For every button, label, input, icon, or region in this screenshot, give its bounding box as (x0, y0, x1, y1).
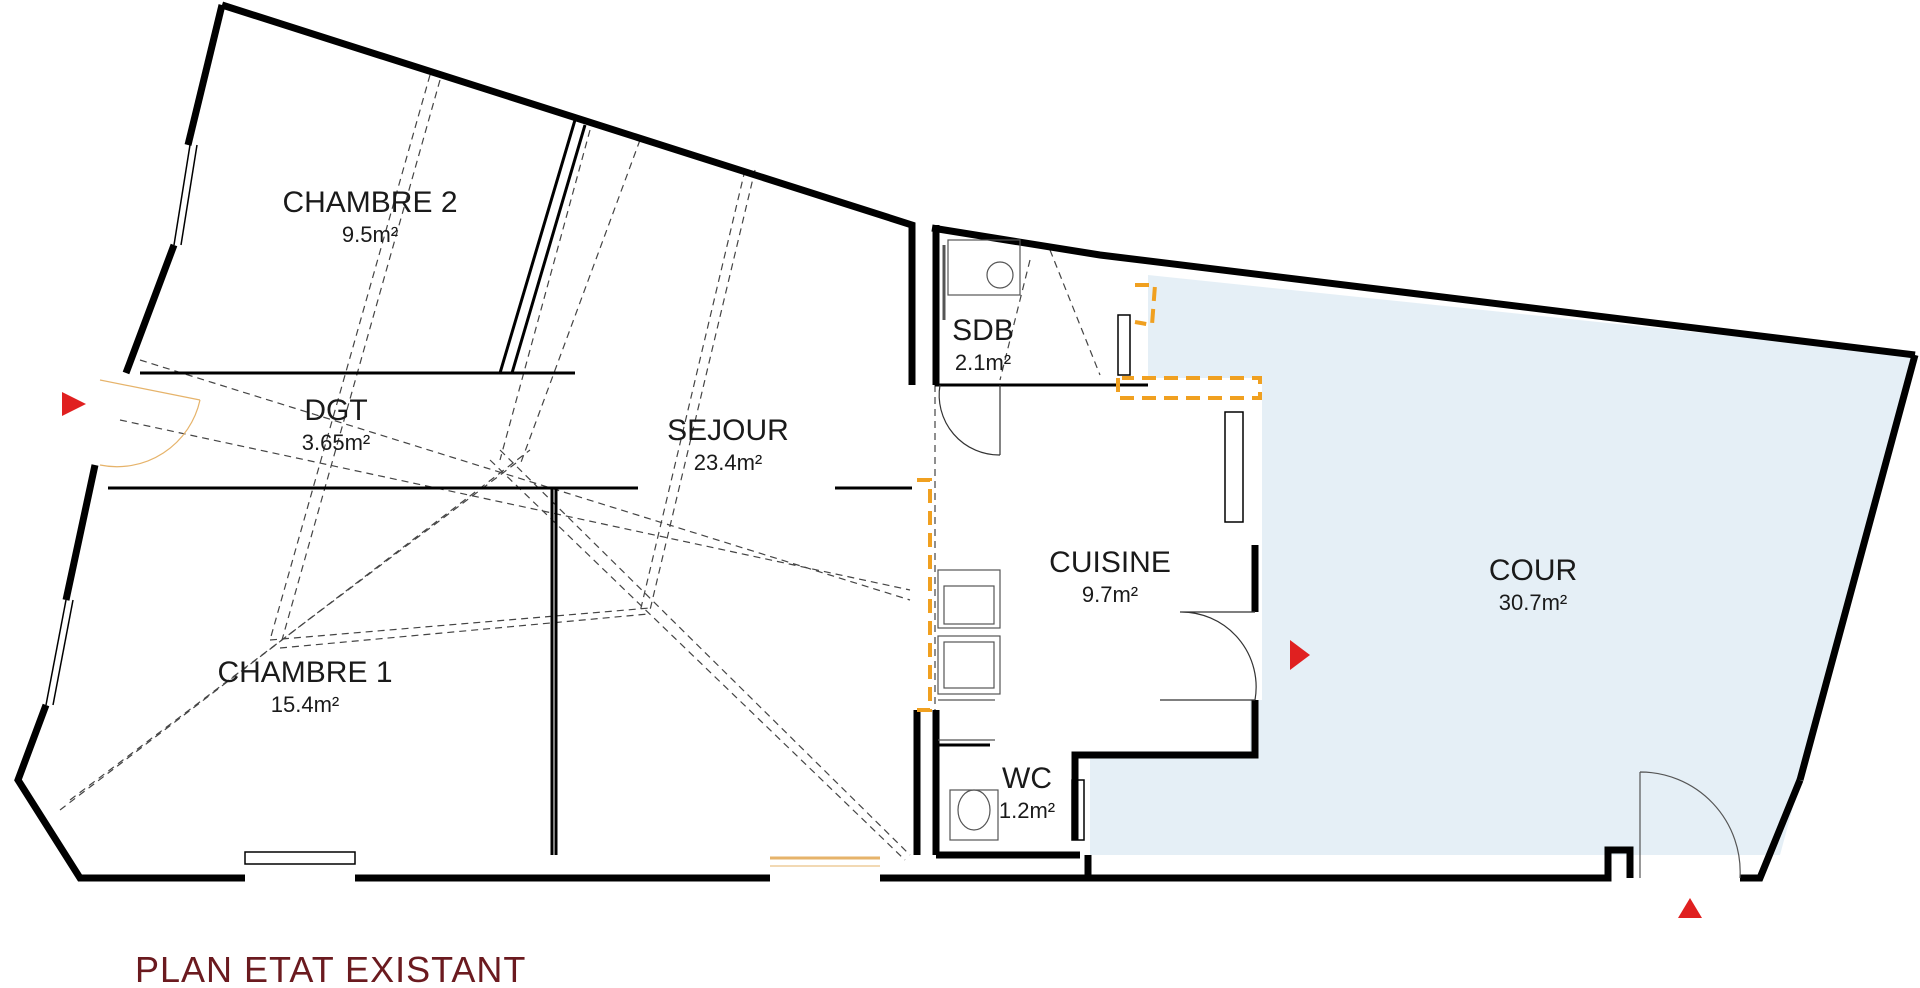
demolition-sdb-east (1134, 283, 1158, 328)
wall-chambre1-west (14, 703, 245, 882)
window-chambre1-south (244, 851, 356, 865)
wall-chambre2-west (184, 4, 226, 146)
red-triangle-entrance-icon (1290, 640, 1310, 670)
room-area-wc: 1.2m² (999, 798, 1055, 823)
wall-outer-north (220, 1, 916, 385)
room-area-chambre1: 15.4m² (271, 692, 339, 717)
door-cuisine-cour (1179, 611, 1257, 701)
window-cuisine-east (1224, 411, 1244, 523)
partition-line (510, 124, 587, 374)
washbasin-icon (947, 239, 1021, 296)
door-entrance-dgt (99, 379, 201, 468)
windows (45, 144, 1244, 865)
dashed-line (499, 129, 591, 461)
dashed-line (269, 607, 651, 641)
door-cour-street (1639, 771, 1741, 879)
dashed-line (519, 139, 641, 466)
plan-title: PLAN ETAT EXISTANT (135, 949, 526, 988)
room-name-sejour: SEJOUR (667, 414, 789, 447)
dashed-line (499, 449, 911, 856)
walls (14, 1, 1919, 882)
demolition-lines (917, 283, 1262, 712)
dashed-line (279, 613, 649, 649)
dashed-structure-lines (59, 74, 1101, 861)
room-area-sdb: 2.1m² (955, 350, 1011, 375)
wall-south-4 (1740, 778, 1804, 882)
dashed-line (69, 459, 521, 801)
demolition-kitchen-west (917, 478, 932, 712)
room-name-chambre2: CHAMBRE 2 (282, 186, 457, 219)
dashed-line (139, 359, 911, 601)
room-name-wc: WC (1002, 762, 1052, 795)
dashed-line (999, 259, 1031, 381)
window-chambre1-inner (52, 599, 74, 706)
wall-east (1796, 354, 1919, 781)
room-name-cuisine: CUISINE (1049, 546, 1171, 579)
window-sdb-east (1117, 314, 1131, 376)
room-area-cour: 30.7m² (1499, 590, 1567, 615)
thin-partitions (108, 119, 1148, 855)
dashed-line (489, 459, 906, 861)
room-name-chambre1: CHAMBRE 1 (217, 656, 392, 689)
doors (99, 379, 1741, 879)
dashed-line (269, 74, 431, 641)
dashed-line (639, 169, 746, 613)
kitchen-sink-icon (937, 569, 1001, 741)
window-wc-east (1071, 779, 1085, 841)
toilet-icon (949, 789, 999, 841)
wall-dgt-west (62, 464, 99, 601)
courtyard-fill (1090, 275, 1915, 855)
fixtures (937, 239, 1021, 841)
wall-chambre2-west-lower (122, 243, 178, 375)
window-chambre1 (45, 599, 67, 706)
red-triangle-entrance-icon (1678, 898, 1702, 918)
dashed-line (649, 169, 756, 611)
dashed-line (59, 449, 531, 811)
wall-south-3 (1088, 846, 1634, 882)
partition-line (498, 119, 577, 374)
room-labels: CHAMBRE 2 9.5m² DGT 3.65m² SEJOUR 23.4m²… (217, 186, 1577, 823)
door-sdb (938, 384, 1001, 456)
dashed-line (119, 419, 911, 591)
room-area-cuisine: 9.7m² (1082, 582, 1138, 607)
room-name-dgt: DGT (304, 394, 367, 427)
wall-kitchen-south (1071, 700, 1259, 840)
room-area-dgt: 3.65m² (302, 430, 370, 455)
room-area-sejour: 23.4m² (694, 450, 762, 475)
wall-north-courtyard (931, 224, 1916, 359)
courtyard-area (1090, 275, 1915, 855)
demolition-cuisine-north (1116, 376, 1262, 400)
window-chambre2 (173, 144, 191, 246)
dashed-line (1049, 249, 1101, 376)
entrance-markers (62, 392, 1702, 918)
dashed-line (281, 79, 441, 641)
room-name-cour: COUR (1489, 554, 1577, 587)
room-name-sdb: SDB (952, 314, 1014, 347)
red-triangle-entrance-icon (62, 392, 86, 416)
window-chambre2-inner (180, 144, 198, 246)
room-area-chambre2: 9.5m² (342, 222, 398, 247)
